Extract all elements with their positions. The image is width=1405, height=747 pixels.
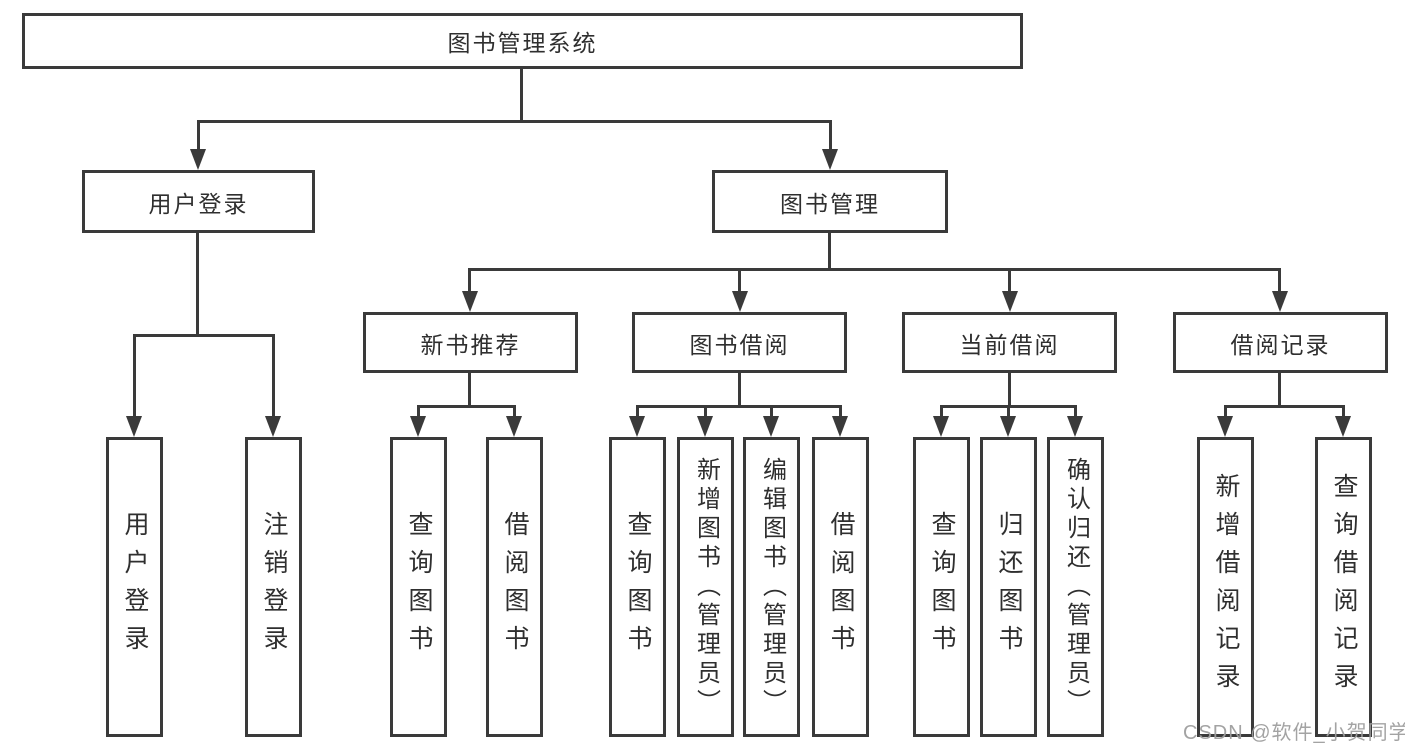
leaf-borrow-books-label: 借阅图书 (827, 511, 855, 663)
leaf-add-books-admin: 新增图书（管理员） (677, 437, 734, 737)
connector-login-drop-2 (272, 334, 275, 416)
connector-sec2-drop-3 (770, 405, 773, 418)
connector-sec1-stem (468, 373, 471, 408)
connector-sec2-stem (738, 373, 741, 408)
connector-login-stem (196, 233, 199, 337)
leaf-edit-books-admin: 编辑图书（管理员） (743, 437, 800, 737)
arrowhead-down-icon (697, 416, 713, 437)
leaf-return-books-label: 归还图书 (995, 511, 1023, 663)
leaf-add-books-admin-label: 新增图书（管理员） (692, 456, 720, 718)
connector-root-stem (520, 69, 523, 123)
node-root-system: 图书管理系统 (22, 13, 1023, 69)
connector-sec4-stem (1278, 373, 1281, 408)
node-current-borrow: 当前借阅 (902, 312, 1117, 373)
node-borrow-records: 借阅记录 (1173, 312, 1388, 373)
leaf-user-login-label: 用户登录 (121, 511, 149, 663)
arrowhead-down-icon (410, 416, 426, 437)
leaf-query-borrow-record-label: 查询借阅记录 (1330, 473, 1358, 701)
arrowhead-down-icon (832, 416, 848, 437)
arrowhead-down-icon (462, 291, 478, 312)
connector-sec3-drop-1 (940, 405, 943, 418)
arrowhead-down-icon (126, 416, 142, 437)
arrowhead-down-icon (190, 149, 206, 170)
connector-sec3-stem (1008, 373, 1011, 408)
arrowhead-down-icon (1002, 291, 1018, 312)
arrowhead-down-icon (1272, 291, 1288, 312)
node-borrow-records-label: 借阅记录 (1230, 331, 1331, 358)
leaf-borrow-query-books-label: 查询图书 (624, 511, 652, 663)
connector-login-drop-1 (133, 334, 136, 416)
node-new-book-recommend: 新书推荐 (363, 312, 578, 373)
connector-sec1-drop-2 (513, 405, 516, 418)
connector-root-bar (197, 120, 832, 123)
connector-sec1-drop-1 (417, 405, 420, 418)
leaf-confirm-return-admin: 确认归还（管理员） (1047, 437, 1104, 737)
connector-mgmt-drop-1 (468, 268, 471, 292)
node-book-management-label: 图书管理 (780, 190, 880, 217)
arrowhead-down-icon (265, 416, 281, 437)
connector-root-drop-left (197, 120, 200, 150)
connector-mgmt-drop-2 (738, 268, 741, 292)
connector-sec2-drop-1 (636, 405, 639, 418)
node-current-borrow-label: 当前借阅 (959, 331, 1060, 358)
node-root-system-label: 图书管理系统 (447, 30, 598, 56)
connector-sec4-drop-2 (1342, 405, 1345, 418)
arrowhead-down-icon (822, 149, 838, 170)
arrowhead-down-icon (1067, 416, 1083, 437)
node-book-borrow: 图书借阅 (632, 312, 847, 373)
leaf-current-query-books: 查询图书 (913, 437, 970, 737)
connector-sec3-drop-2 (1007, 405, 1010, 418)
leaf-confirm-return-admin-label: 确认归还（管理员） (1062, 456, 1090, 718)
leaf-recommend-query-books: 查询图书 (390, 437, 447, 737)
arrowhead-down-icon (763, 416, 779, 437)
arrowhead-down-icon (1335, 416, 1351, 437)
connector-mgmt-bar (469, 268, 1281, 271)
leaf-edit-books-admin-label: 编辑图书（管理员） (758, 456, 786, 718)
connector-sec2-drop-2 (704, 405, 707, 418)
connector-mgmt-stem (828, 233, 831, 271)
node-book-management: 图书管理 (712, 170, 948, 233)
leaf-query-borrow-record: 查询借阅记录 (1315, 437, 1372, 737)
leaf-recommend-query-books-label: 查询图书 (405, 511, 433, 663)
connector-mgmt-drop-3 (1008, 268, 1011, 292)
connector-sec4-drop-1 (1224, 405, 1227, 418)
connector-login-bar (133, 334, 275, 337)
leaf-add-borrow-record: 新增借阅记录 (1197, 437, 1254, 737)
node-new-book-recommend-label: 新书推荐 (420, 331, 521, 358)
node-user-login: 用户登录 (82, 170, 315, 233)
leaf-borrow-query-books: 查询图书 (609, 437, 666, 737)
arrowhead-down-icon (1000, 416, 1016, 437)
node-user-login-label: 用户登录 (148, 190, 249, 217)
leaf-return-books: 归还图书 (980, 437, 1037, 737)
leaf-recommend-borrow-books: 借阅图书 (486, 437, 543, 737)
arrowhead-down-icon (732, 291, 748, 312)
leaf-add-borrow-record-label: 新增借阅记录 (1212, 473, 1240, 701)
leaf-user-login: 用户登录 (106, 437, 163, 737)
csdn-watermark: CSDN @软件_小贺同学 (1183, 722, 1405, 744)
arrowhead-down-icon (933, 416, 949, 437)
connector-sec1-bar (417, 405, 516, 408)
leaf-recommend-borrow-books-label: 借阅图书 (501, 511, 529, 663)
connector-sec3-drop-3 (1074, 405, 1077, 418)
connector-root-drop-right (829, 120, 832, 150)
leaf-current-query-books-label: 查询图书 (928, 511, 956, 663)
arrowhead-down-icon (1217, 416, 1233, 437)
connector-mgmt-drop-4 (1278, 268, 1281, 292)
arrowhead-down-icon (629, 416, 645, 437)
connector-sec4-bar (1224, 405, 1345, 408)
connector-sec2-drop-4 (839, 405, 842, 418)
connector-sec2-bar (636, 405, 842, 408)
leaf-logout-label: 注销登录 (260, 511, 288, 663)
arrowhead-down-icon (506, 416, 522, 437)
leaf-logout: 注销登录 (245, 437, 302, 737)
leaf-borrow-books: 借阅图书 (812, 437, 869, 737)
node-book-borrow-label: 图书借阅 (689, 331, 790, 358)
